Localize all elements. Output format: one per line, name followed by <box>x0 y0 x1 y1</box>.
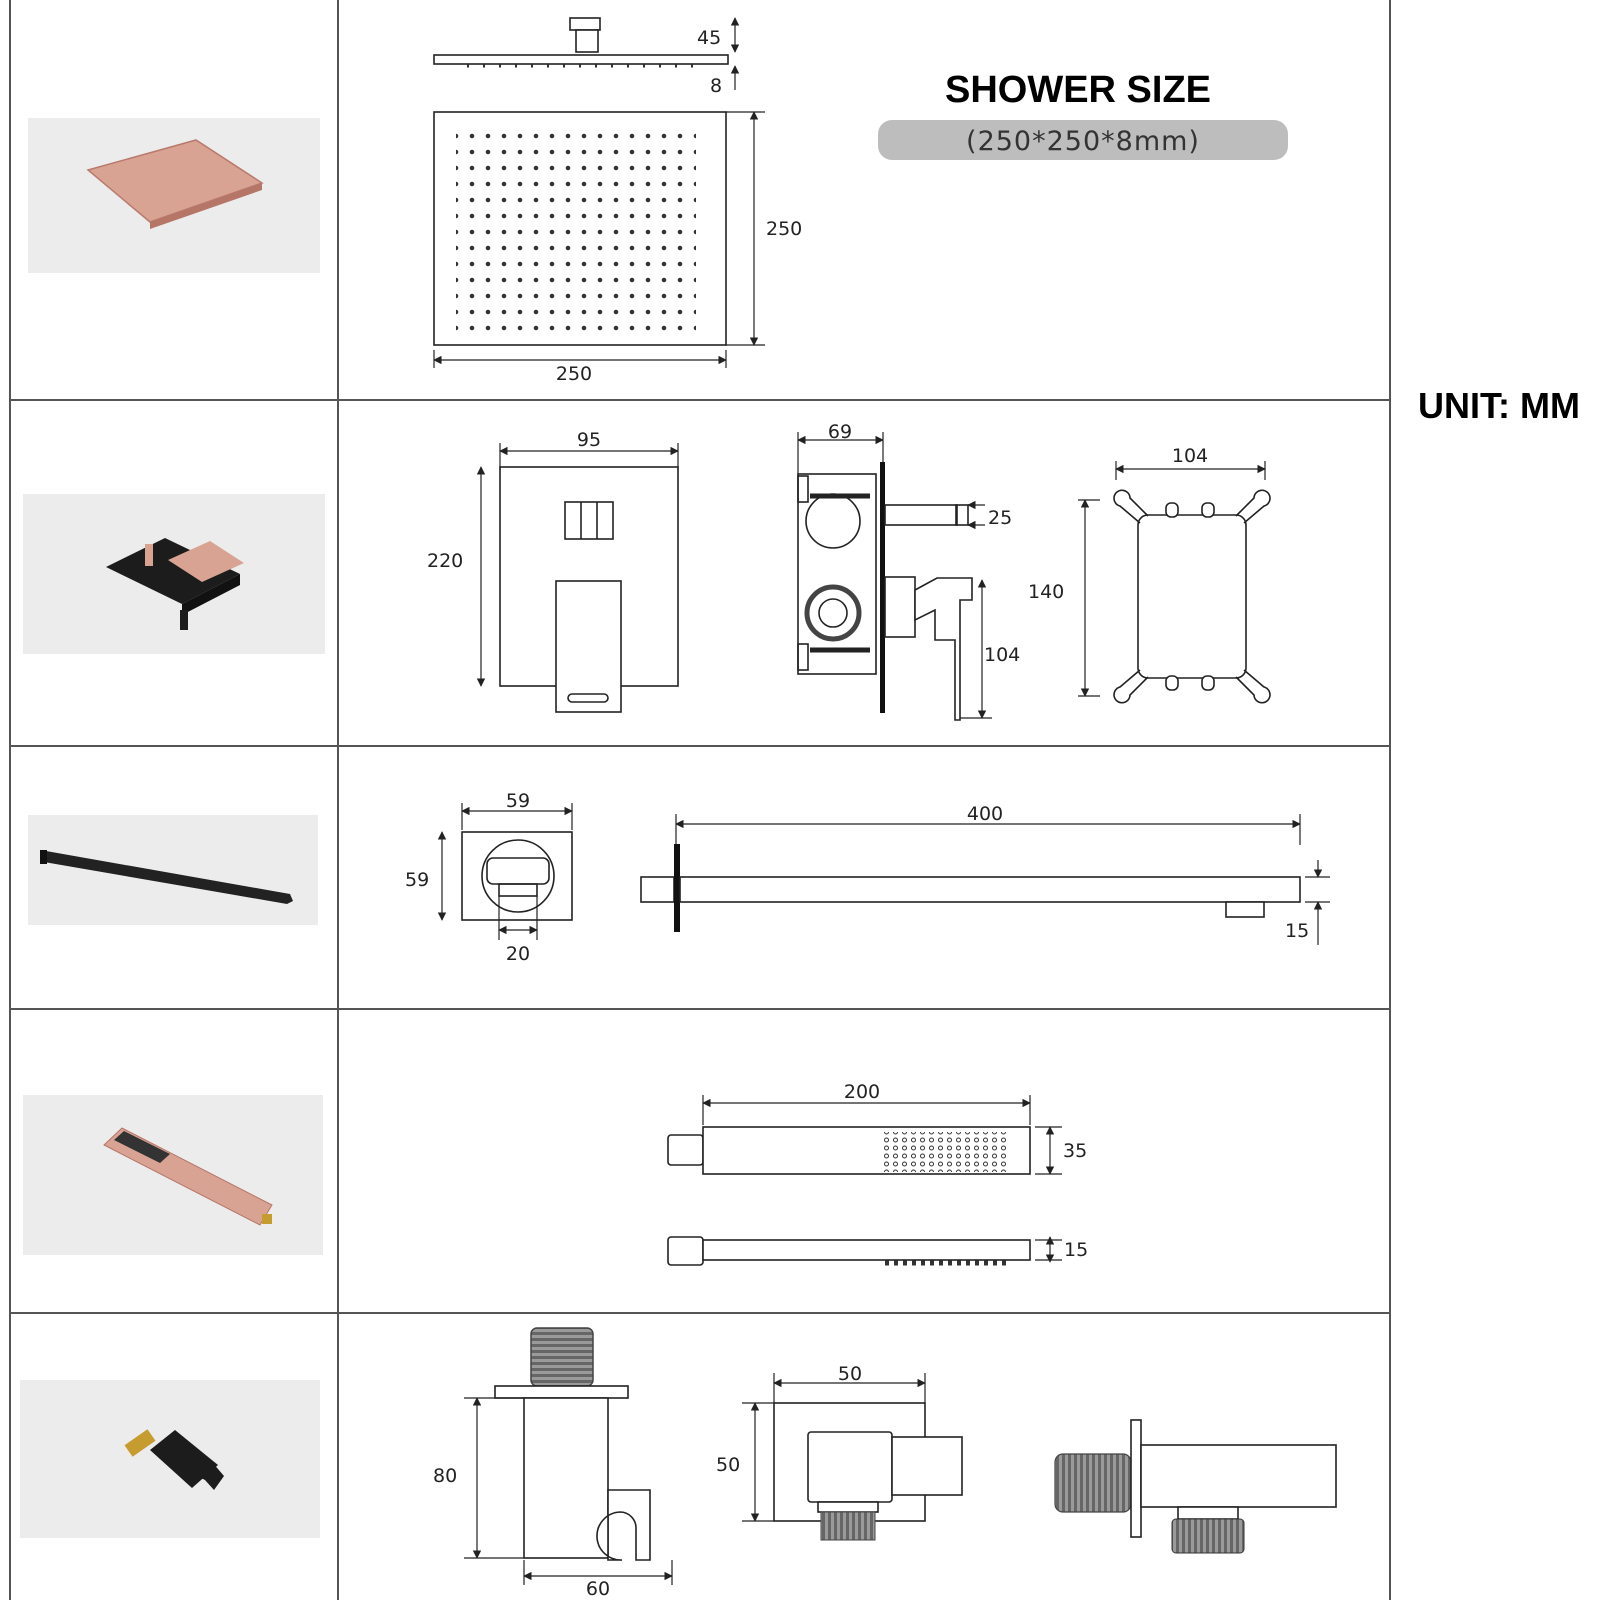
shower-size-label: (250*250*8mm) <box>966 126 1200 157</box>
dim-flange-height: 59 <box>405 869 429 891</box>
holder-body <box>523 1397 609 1559</box>
shower-arm-photo <box>28 815 318 925</box>
dim-box-height: 140 <box>1028 581 1064 603</box>
outlet-pipe <box>884 504 958 526</box>
wall-plate-side <box>880 462 885 713</box>
dim-outlet: 25 <box>988 507 1012 529</box>
dim-body-depth: 69 <box>828 421 852 443</box>
mounting-box <box>1137 514 1247 679</box>
diverter-button <box>564 501 614 540</box>
hand-nozzles <box>883 1132 1010 1172</box>
holder-cradle <box>596 1489 651 1561</box>
dim-hole: 20 <box>506 943 530 965</box>
valve-handle-side <box>914 577 973 721</box>
dim-plate-height: 220 <box>427 550 463 572</box>
dim-hand-front-height: 35 <box>1063 1140 1087 1162</box>
mixer-handle <box>555 580 622 713</box>
shower-arm-image <box>42 851 293 904</box>
outlet-side-nut <box>1171 1518 1245 1554</box>
size-pill <box>878 120 1288 160</box>
mounting-ears <box>1113 489 1271 704</box>
dim-box-width: 104 <box>1172 445 1208 467</box>
unit-label: UNIT: MM <box>1418 385 1580 426</box>
handle-connector <box>667 1134 704 1166</box>
valve-port-bottom <box>804 584 862 642</box>
mixer-valve-image <box>106 538 240 604</box>
dim-arm-length: 400 <box>967 803 1003 825</box>
row-shower-arm: 59 59 20 400 15 <box>28 790 1330 965</box>
row-mixer-valve: 95 220 69 25 104 1 <box>23 421 1271 721</box>
arm-tube <box>679 876 1301 903</box>
table-grid <box>9 0 1391 1600</box>
dim-holder-height: 80 <box>433 1465 457 1487</box>
outlet-side-thread <box>1054 1453 1132 1513</box>
valve-body <box>797 473 877 675</box>
dim-arm-height: 45 <box>697 27 721 49</box>
holder-wall-plate <box>494 1385 629 1399</box>
dim-outlet-height: 50 <box>716 1454 740 1476</box>
dim-holder-depth: 60 <box>586 1578 610 1600</box>
shower-head-plate <box>433 111 727 346</box>
outlet-thread <box>820 1511 876 1541</box>
row-hand-shower: 200 35 15 <box>23 1081 1088 1266</box>
dim-hand-length: 200 <box>844 1081 880 1103</box>
shower-head-side <box>433 54 729 65</box>
arm-flange <box>461 831 573 921</box>
arm-outlet <box>1225 901 1265 918</box>
dim-plate-width: 95 <box>577 429 601 451</box>
dim-hand-side-height: 15 <box>1064 1239 1088 1261</box>
valve-port-top <box>805 493 861 549</box>
dim-flange-width: 59 <box>506 790 530 812</box>
arm-connector <box>569 17 601 31</box>
spray-nozzles <box>456 124 696 332</box>
outlet-body <box>807 1431 893 1503</box>
dim-handle-drop: 104 <box>984 644 1020 666</box>
hand-shower-side <box>702 1239 1031 1261</box>
arm-wall-flange <box>674 844 680 932</box>
outlet-side-flange <box>1130 1419 1142 1538</box>
dim-arm-height: 15 <box>1285 920 1309 942</box>
dim-plate-thickness: 8 <box>710 75 722 97</box>
dim-head-width: 250 <box>556 363 592 385</box>
outlet-side-body <box>1140 1444 1337 1508</box>
dim-outlet-width: 50 <box>838 1363 862 1385</box>
row-wall-outlet: 80 60 50 50 <box>20 1327 1337 1600</box>
holder-thread <box>530 1327 594 1387</box>
dim-head-height: 250 <box>766 218 802 240</box>
row-shower-head: 45 8 250 250 <box>28 17 802 385</box>
shower-size-title: SHOWER SIZE <box>945 69 1211 111</box>
